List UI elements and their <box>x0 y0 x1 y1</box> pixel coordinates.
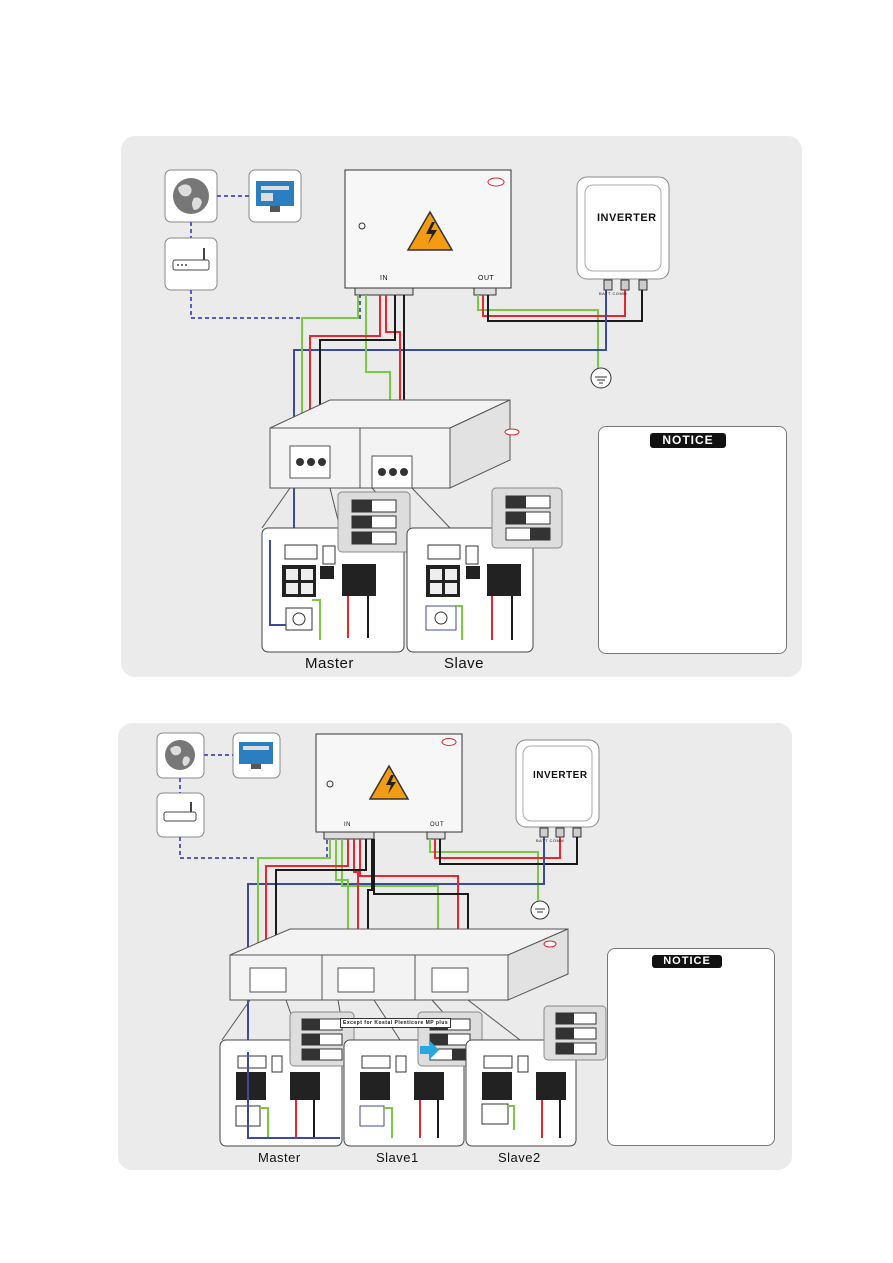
monitor-icon <box>248 169 302 223</box>
notice-label: NOTICE <box>650 433 726 448</box>
master-detail <box>261 527 405 653</box>
ground-symbol <box>530 900 550 920</box>
in-label: IN <box>380 275 388 282</box>
unit-label-master: Master <box>305 655 354 672</box>
wiring-diagram-1 <box>164 169 670 653</box>
monitor-icon <box>232 732 281 779</box>
slave2-dip-switch-callout <box>543 1005 607 1061</box>
router-icon <box>156 792 205 838</box>
arrow-right-icon <box>420 1041 439 1059</box>
slave2-detail <box>465 1039 577 1147</box>
notice-box <box>598 426 787 654</box>
unit-label-slave: Slave <box>444 655 485 672</box>
ground-symbol <box>590 367 612 389</box>
bmu-box <box>315 733 463 840</box>
internet-globe-icon <box>156 732 205 779</box>
notice-box <box>607 948 775 1146</box>
inverter-label: INVERTER <box>597 212 657 224</box>
bmu-box <box>344 169 512 296</box>
slave-detail <box>406 527 534 653</box>
unit-label-master: Master <box>258 1150 301 1165</box>
battery-towers <box>261 399 520 529</box>
out-label: OUT <box>430 822 445 828</box>
battery-towers <box>221 928 569 1041</box>
out-label: OUT <box>478 275 495 282</box>
master-dip-switch-callout <box>337 491 411 553</box>
inverter-label: INVERTER <box>533 770 588 781</box>
notice-label: NOTICE <box>652 955 722 968</box>
in-label: IN <box>344 822 351 828</box>
inverter-device <box>576 176 670 291</box>
unit-label-slave1: Slave1 <box>376 1150 419 1165</box>
unit-label-slave2: Slave2 <box>498 1150 541 1165</box>
slave-dip-switch-callout <box>491 487 563 549</box>
inverter-port-label: BATT COMM <box>599 291 628 296</box>
inverter-device <box>515 739 600 838</box>
inverter-port-label: BATT COMM <box>536 838 565 843</box>
callout-label: Except for Kostal Plenticore MP plus <box>340 1018 452 1028</box>
master-dip-switch-callout <box>289 1011 355 1067</box>
